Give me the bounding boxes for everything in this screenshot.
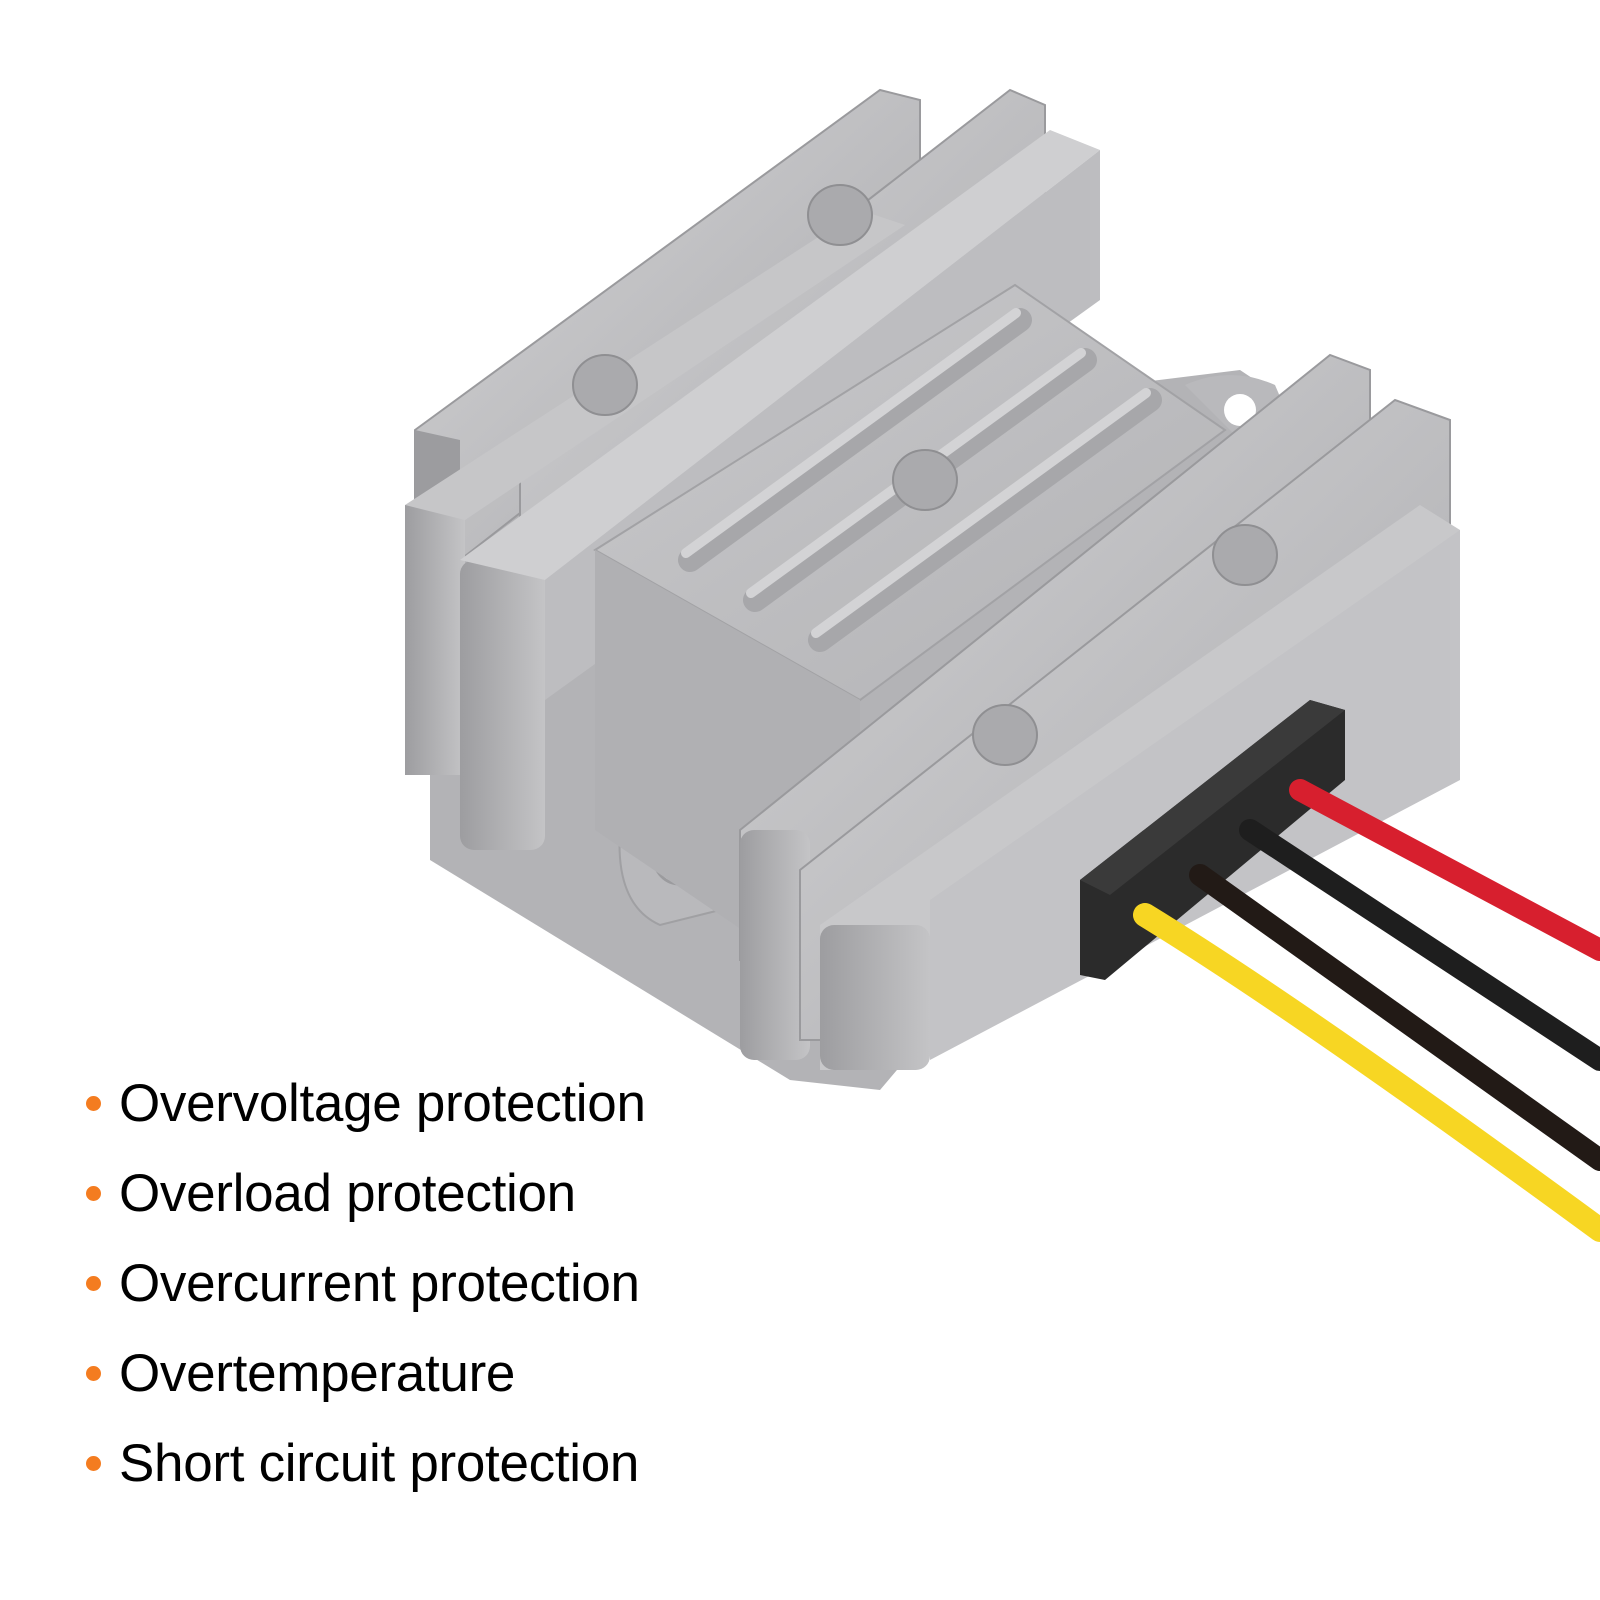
- bullet-icon: [86, 1455, 101, 1471]
- feature-label: Overtemperature: [119, 1343, 516, 1403]
- black-wire-2: [1239, 819, 1600, 1071]
- yellow-wire: [1133, 903, 1600, 1242]
- screw-bosses: [572, 184, 1278, 766]
- bullet-icon: [86, 1095, 101, 1111]
- wires: [1133, 779, 1600, 1242]
- feature-item: Overload protection: [86, 1148, 646, 1238]
- feature-item: Overvoltage protection: [86, 1058, 646, 1148]
- feature-item: Overcurrent protection: [86, 1238, 646, 1328]
- feature-label: Overcurrent protection: [119, 1253, 640, 1313]
- feature-label: Overload protection: [119, 1163, 576, 1223]
- feature-label: Short circuit protection: [119, 1433, 640, 1493]
- feature-item: Short circuit protection: [86, 1418, 646, 1508]
- bullet-icon: [86, 1365, 101, 1381]
- bullet-icon: [86, 1185, 101, 1201]
- feature-list: Overvoltage protection Overload protecti…: [86, 1058, 646, 1508]
- red-wire: [1289, 779, 1600, 961]
- black-wire-1: [1189, 864, 1600, 1171]
- bullet-icon: [86, 1275, 101, 1291]
- feature-item: Overtemperature: [86, 1328, 646, 1418]
- mounting-hole-right: [1224, 394, 1256, 426]
- feature-label: Overvoltage protection: [119, 1073, 646, 1133]
